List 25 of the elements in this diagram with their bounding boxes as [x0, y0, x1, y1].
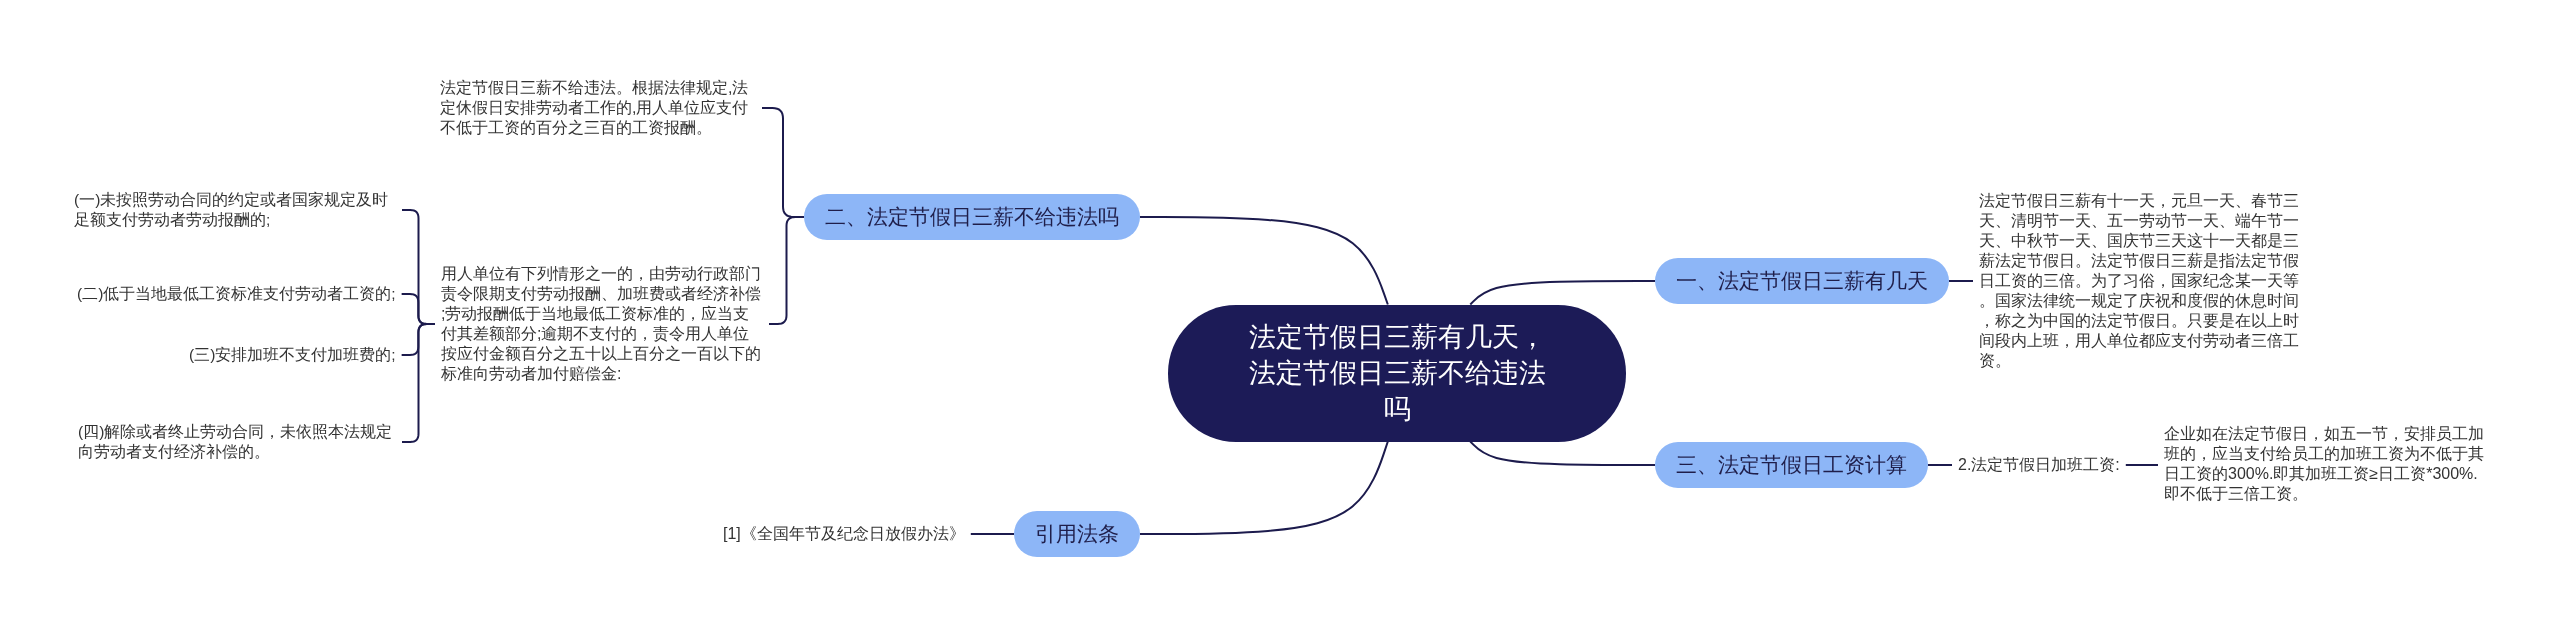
central-topic: 法定节假日三薪有几天，法定节假日三薪不给违法吗 [1168, 304, 1626, 442]
bracket-connector [401, 323, 436, 443]
list-item-text: (二)低于当地最低工资标准支付劳动者工资的; [71, 284, 402, 304]
list-item-text: (一)未按照劳动合同的约定或者国家规定及时足额支付劳动者劳动报酬的; [68, 190, 402, 230]
list-item-text: (四)解除或者终止劳动合同，未依照本法规定向劳动者支付经济补偿的。 [72, 422, 402, 462]
connector-line [1927, 464, 1953, 466]
citation-text: [1]《全国年节及纪念日放假办法》 [717, 524, 971, 544]
detail-text: 用人单位有下列情形之一的，由劳动行政部门责令限期支付劳动报酬、加班费或者经济补偿;劳动报酬低于当地最低工资标准的，应当支付其差额部分;逾期不支付的，责令用人单位按应付金额百分之五十以上百分之一百以下的标准向劳动者加付赔偿金: [435, 264, 769, 384]
connector-line [1139, 440, 1389, 535]
list-item-text: (三)安排加班不支付加班费的; [183, 345, 402, 365]
branch-topic: 一、法定节假日三薪有几天 [1655, 258, 1949, 304]
connector-line [969, 533, 1015, 535]
connector-line [1139, 216, 1389, 306]
subtopic-text: 2.法定节假日加班工资: [1952, 455, 2126, 475]
branch-topic: 三、法定节假日工资计算 [1655, 442, 1928, 488]
branch-topic: 二、法定节假日三薪不给违法吗 [804, 194, 1140, 240]
connector-line [1469, 280, 1656, 306]
detail-text: 法定节假日三薪不给违法。根据法律规定,法定休假日安排劳动者工作的,用人单位应支付不低于工资的百分之三百的工资报酬。 [434, 78, 762, 138]
connector-line [1948, 280, 1974, 282]
branch-topic: 引用法条 [1014, 511, 1140, 557]
bracket-connector [768, 216, 805, 325]
connector-line [2124, 464, 2159, 466]
detail-text: 企业如在法定节假日，如五一节，安排员工加班的，应当支付给员工的加班工资为不低于其日工资的300%.即其加班工资≥日工资*300%.即不低于三倍工资。 [2158, 424, 2496, 504]
detail-text: 法定节假日三薪有十一天，元旦一天、春节三天、清明节一天、五一劳动节一天、端午节一天、中秋节一天、国庆节三天这十一天都是三薪法定节假日。法定节假日三薪是指法定节假日工资的三倍。为了习俗，国家纪念某一天等。国家法律统一规定了庆祝和度假的休息时间，称之为中国的法定节假日。只要是在以上时间段内上班，用人单位都应支付劳动者三倍工资。 [1973, 191, 2311, 371]
connector-line [1469, 440, 1656, 466]
